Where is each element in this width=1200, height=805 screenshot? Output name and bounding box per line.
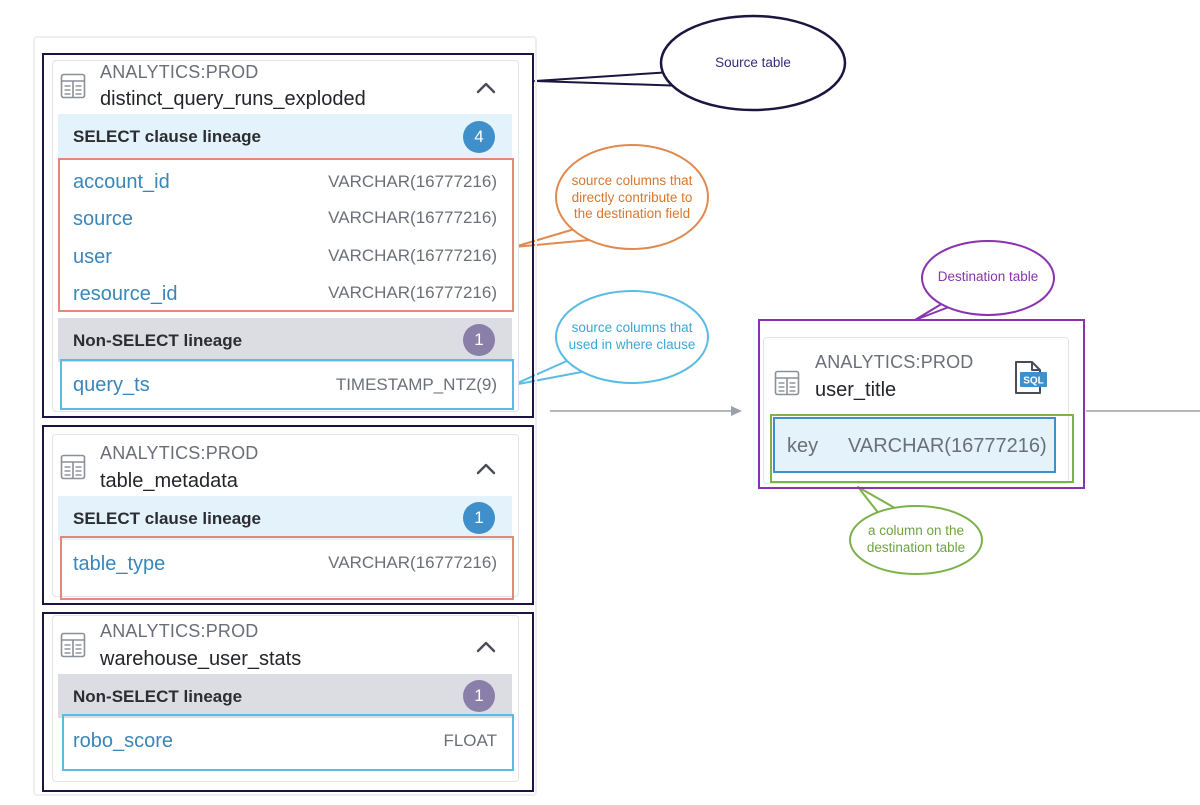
- database-name: ANALYTICS:PROD: [100, 62, 259, 82]
- database-name: ANALYTICS:PROD: [100, 443, 259, 463]
- destination-column-row[interactable]: [773, 417, 1056, 473]
- source-table-callout-text: Source table: [715, 54, 791, 70]
- section-label: SELECT clause lineage: [73, 127, 262, 146]
- count-badge: 1: [463, 502, 495, 534]
- database-name: ANALYTICS:PROD: [815, 352, 974, 372]
- column-type: VARCHAR(16777216): [328, 246, 497, 265]
- destination-column-highlight: [770, 414, 1074, 483]
- destination-table-annotation-frame: [758, 319, 1085, 489]
- column-name[interactable]: user: [73, 246, 112, 268]
- column-name[interactable]: query_ts: [73, 374, 150, 396]
- column-type: TIMESTAMP_NTZ(9): [335, 375, 497, 394]
- table-icon: [60, 454, 86, 480]
- table-name: distinct_query_runs_exploded: [100, 88, 366, 110]
- select-lineage-section-header[interactable]: [58, 114, 512, 158]
- table-name: user_title: [815, 379, 897, 401]
- where-columns-callout-bubble: [555, 290, 709, 384]
- chevron-up-icon[interactable]: [475, 640, 497, 654]
- direct-columns-highlight: [58, 158, 514, 312]
- count-badge: 4: [463, 121, 495, 153]
- column-type: VARCHAR(16777216): [328, 553, 497, 572]
- count-badge: 1: [463, 324, 495, 356]
- column-type: VARCHAR(16777216): [328, 208, 497, 227]
- chevron-up-icon[interactable]: [475, 81, 497, 95]
- section-label: Non-SELECT lineage: [73, 331, 243, 350]
- source-table-annotation-frame: [42, 612, 534, 792]
- table-icon: [60, 73, 86, 99]
- column-name: key: [787, 435, 819, 457]
- column-name[interactable]: table_type: [73, 553, 166, 575]
- column-name[interactable]: resource_id: [73, 283, 178, 305]
- where-columns-highlight: [62, 714, 514, 771]
- table-icon: [60, 632, 86, 658]
- non-select-lineage-section-header[interactable]: [58, 674, 512, 718]
- section-label: SELECT clause lineage: [73, 509, 262, 528]
- table-icon: [774, 370, 800, 396]
- column-type: FLOAT: [443, 731, 497, 750]
- source-tables-panel: [33, 36, 537, 796]
- section-label: Non-SELECT lineage: [73, 687, 243, 706]
- destination-column-callout-bubble: [849, 505, 983, 575]
- table-name: warehouse_user_stats: [100, 648, 302, 670]
- destination-column-callout-text: a column on the destination table: [866, 523, 966, 555]
- source-table-callout-bubble: [659, 14, 847, 112]
- count-badge: 1: [463, 680, 495, 712]
- direct-columns-highlight: [60, 536, 514, 600]
- column-name[interactable]: account_id: [73, 171, 170, 193]
- where-columns-callout-text: source columns that used in where clause: [568, 320, 696, 352]
- destination-table-callout-text: Destination table: [937, 268, 1039, 284]
- direct-columns-callout-text: source columns that directly contribute …: [571, 172, 693, 222]
- table-name: table_metadata: [100, 470, 238, 492]
- non-select-lineage-section-header[interactable]: [58, 318, 512, 362]
- database-name: ANALYTICS:PROD: [100, 621, 259, 641]
- sql-file-icon[interactable]: SQL: [1012, 360, 1048, 396]
- select-lineage-section-header[interactable]: [58, 496, 512, 540]
- sql-badge-text: SQL: [1023, 376, 1044, 387]
- column-name[interactable]: source: [73, 208, 134, 230]
- direct-columns-callout-bubble: [555, 144, 709, 250]
- column-type: VARCHAR(16777216): [848, 435, 1047, 457]
- column-type: VARCHAR(16777216): [328, 172, 497, 191]
- column-name[interactable]: robo_score: [73, 730, 174, 752]
- source-table-annotation-frame: [42, 53, 534, 418]
- destination-table-callout-bubble: [921, 240, 1055, 316]
- where-columns-highlight: [60, 359, 514, 410]
- lineage-flow-arrowhead: [731, 406, 742, 416]
- source-table-annotation-frame: [42, 425, 534, 605]
- chevron-up-icon[interactable]: [475, 462, 497, 476]
- column-type: VARCHAR(16777216): [328, 283, 497, 302]
